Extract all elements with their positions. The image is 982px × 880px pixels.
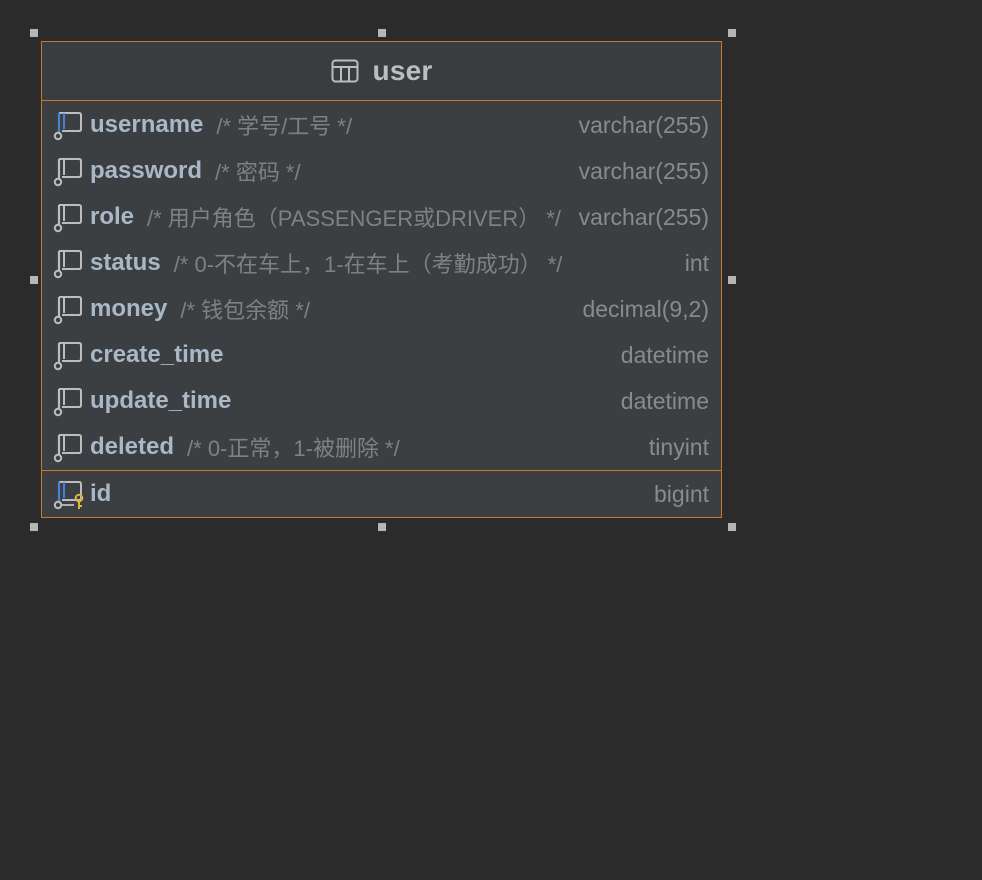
- column-name: deleted: [90, 433, 175, 460]
- primary-key-icon: [52, 478, 88, 510]
- resize-handle-left[interactable]: [30, 276, 38, 284]
- column-type: varchar(255): [578, 203, 709, 230]
- column-name: status: [90, 249, 161, 276]
- resize-handle-top-right[interactable]: [728, 29, 736, 37]
- column-row-username[interactable]: username /* 学号/工号 */ varchar(255): [42, 102, 721, 148]
- column-name: create_time: [90, 341, 224, 368]
- column-row-password[interactable]: password /* 密码 */ varchar(255): [42, 148, 721, 194]
- table-icon: [331, 59, 359, 83]
- column-icon: [52, 385, 88, 417]
- column-name: role: [90, 203, 135, 230]
- column-comment: /* 钱包余额 */: [180, 298, 310, 323]
- column-row-deleted[interactable]: deleted /* 0-正常，1-被删除 */ tinyint: [42, 424, 721, 470]
- column-icon: [52, 109, 88, 141]
- column-type: datetime: [620, 387, 709, 414]
- column-icon: [52, 339, 88, 371]
- entity-header[interactable]: user: [42, 42, 721, 101]
- entity-user[interactable]: user username /* 学号/工号 */ varchar(255) p…: [41, 41, 722, 518]
- column-comment: /* 0-不在车上，1-在车上（考勤成功） */: [173, 252, 563, 277]
- column-row-role[interactable]: role /* 用户角色（PASSENGER或DRIVER） */ varcha…: [42, 194, 721, 240]
- resize-handle-bottom[interactable]: [378, 523, 386, 531]
- column-icon: [52, 201, 88, 233]
- resize-handle-right[interactable]: [728, 276, 736, 284]
- column-type: tinyint: [648, 433, 709, 460]
- column-type: int: [684, 249, 709, 276]
- column-icon: [52, 431, 88, 463]
- resize-handle-bottom-right[interactable]: [728, 523, 736, 531]
- column-row-money[interactable]: money /* 钱包余额 */ decimal(9,2): [42, 286, 721, 332]
- resize-handle-top[interactable]: [378, 29, 386, 37]
- column-list: username /* 学号/工号 */ varchar(255) passwo…: [42, 102, 721, 517]
- column-row-id-primary-key[interactable]: id bigint: [42, 470, 721, 517]
- column-name: username: [90, 111, 204, 138]
- resize-handle-bottom-left[interactable]: [30, 523, 38, 531]
- column-comment: /* 学号/工号 */: [216, 114, 353, 139]
- column-type: datetime: [620, 341, 709, 368]
- column-icon: [52, 247, 88, 279]
- column-name: password: [90, 157, 203, 184]
- column-row-status[interactable]: status /* 0-不在车上，1-在车上（考勤成功） */ int: [42, 240, 721, 286]
- column-name: id: [90, 480, 112, 507]
- column-icon: [52, 293, 88, 325]
- column-type: varchar(255): [578, 157, 709, 184]
- column-comment: /* 密码 */: [215, 160, 301, 185]
- column-row-update-time[interactable]: update_time datetime: [42, 378, 721, 424]
- column-name: money: [90, 295, 168, 322]
- column-type: varchar(255): [578, 111, 709, 138]
- column-comment: /* 0-正常，1-被删除 */: [187, 436, 400, 461]
- entity-title: user: [372, 55, 433, 86]
- column-comment: /* 用户角色（PASSENGER或DRIVER） */: [147, 206, 562, 231]
- column-row-create-time[interactable]: create_time datetime: [42, 332, 721, 378]
- column-icon: [52, 155, 88, 187]
- resize-handle-top-left[interactable]: [30, 29, 38, 37]
- column-type: bigint: [654, 480, 709, 507]
- column-name: update_time: [90, 387, 232, 414]
- column-type: decimal(9,2): [582, 295, 709, 322]
